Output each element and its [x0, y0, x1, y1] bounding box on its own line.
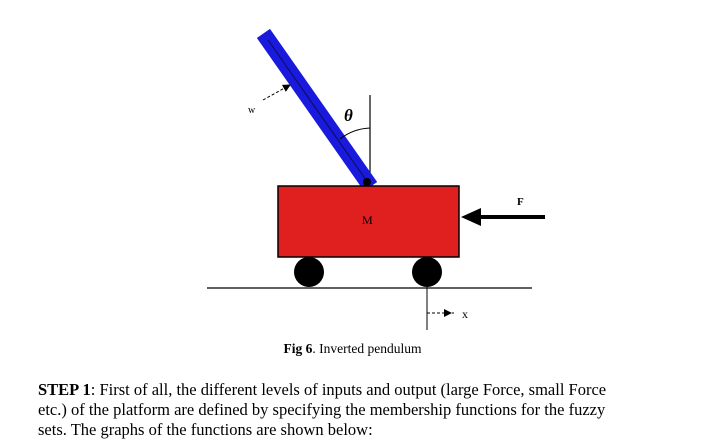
- figure-number: Fig 6: [283, 341, 313, 356]
- position-label: x: [462, 307, 468, 321]
- force-arrowhead: [461, 208, 481, 226]
- inverted-pendulum-diagram: θ w M F x: [207, 28, 545, 330]
- right-wheel: [412, 257, 442, 287]
- paragraph-line-3: sets. The graphs of the functions are sh…: [38, 420, 373, 439]
- position-arrowhead: [444, 309, 452, 317]
- pivot-joint: [363, 178, 371, 186]
- wind-label: w: [248, 105, 256, 116]
- left-wheel: [294, 257, 324, 287]
- paragraph-line-2: etc.) of the platform are defined by spe…: [38, 400, 606, 419]
- angle-label: θ: [344, 106, 353, 125]
- step-paragraph: STEP 1: First of all, the different leve…: [38, 380, 688, 440]
- figure-caption: Fig 6. Inverted pendulum: [0, 340, 705, 358]
- force-label: F: [517, 196, 524, 208]
- cart-body: [277, 185, 460, 258]
- paragraph-line-1: STEP 1: First of all, the different leve…: [38, 380, 688, 400]
- wind-arrow: [262, 84, 291, 101]
- figure-title: . Inverted pendulum: [312, 341, 422, 356]
- angle-arc: [339, 127, 371, 140]
- mass-label: M: [362, 213, 373, 227]
- pendulum-pole-outline: [267, 39, 367, 181]
- paragraph-line-1-text: : First of all, the different levels of …: [90, 380, 607, 399]
- step-label: STEP 1: [38, 380, 91, 399]
